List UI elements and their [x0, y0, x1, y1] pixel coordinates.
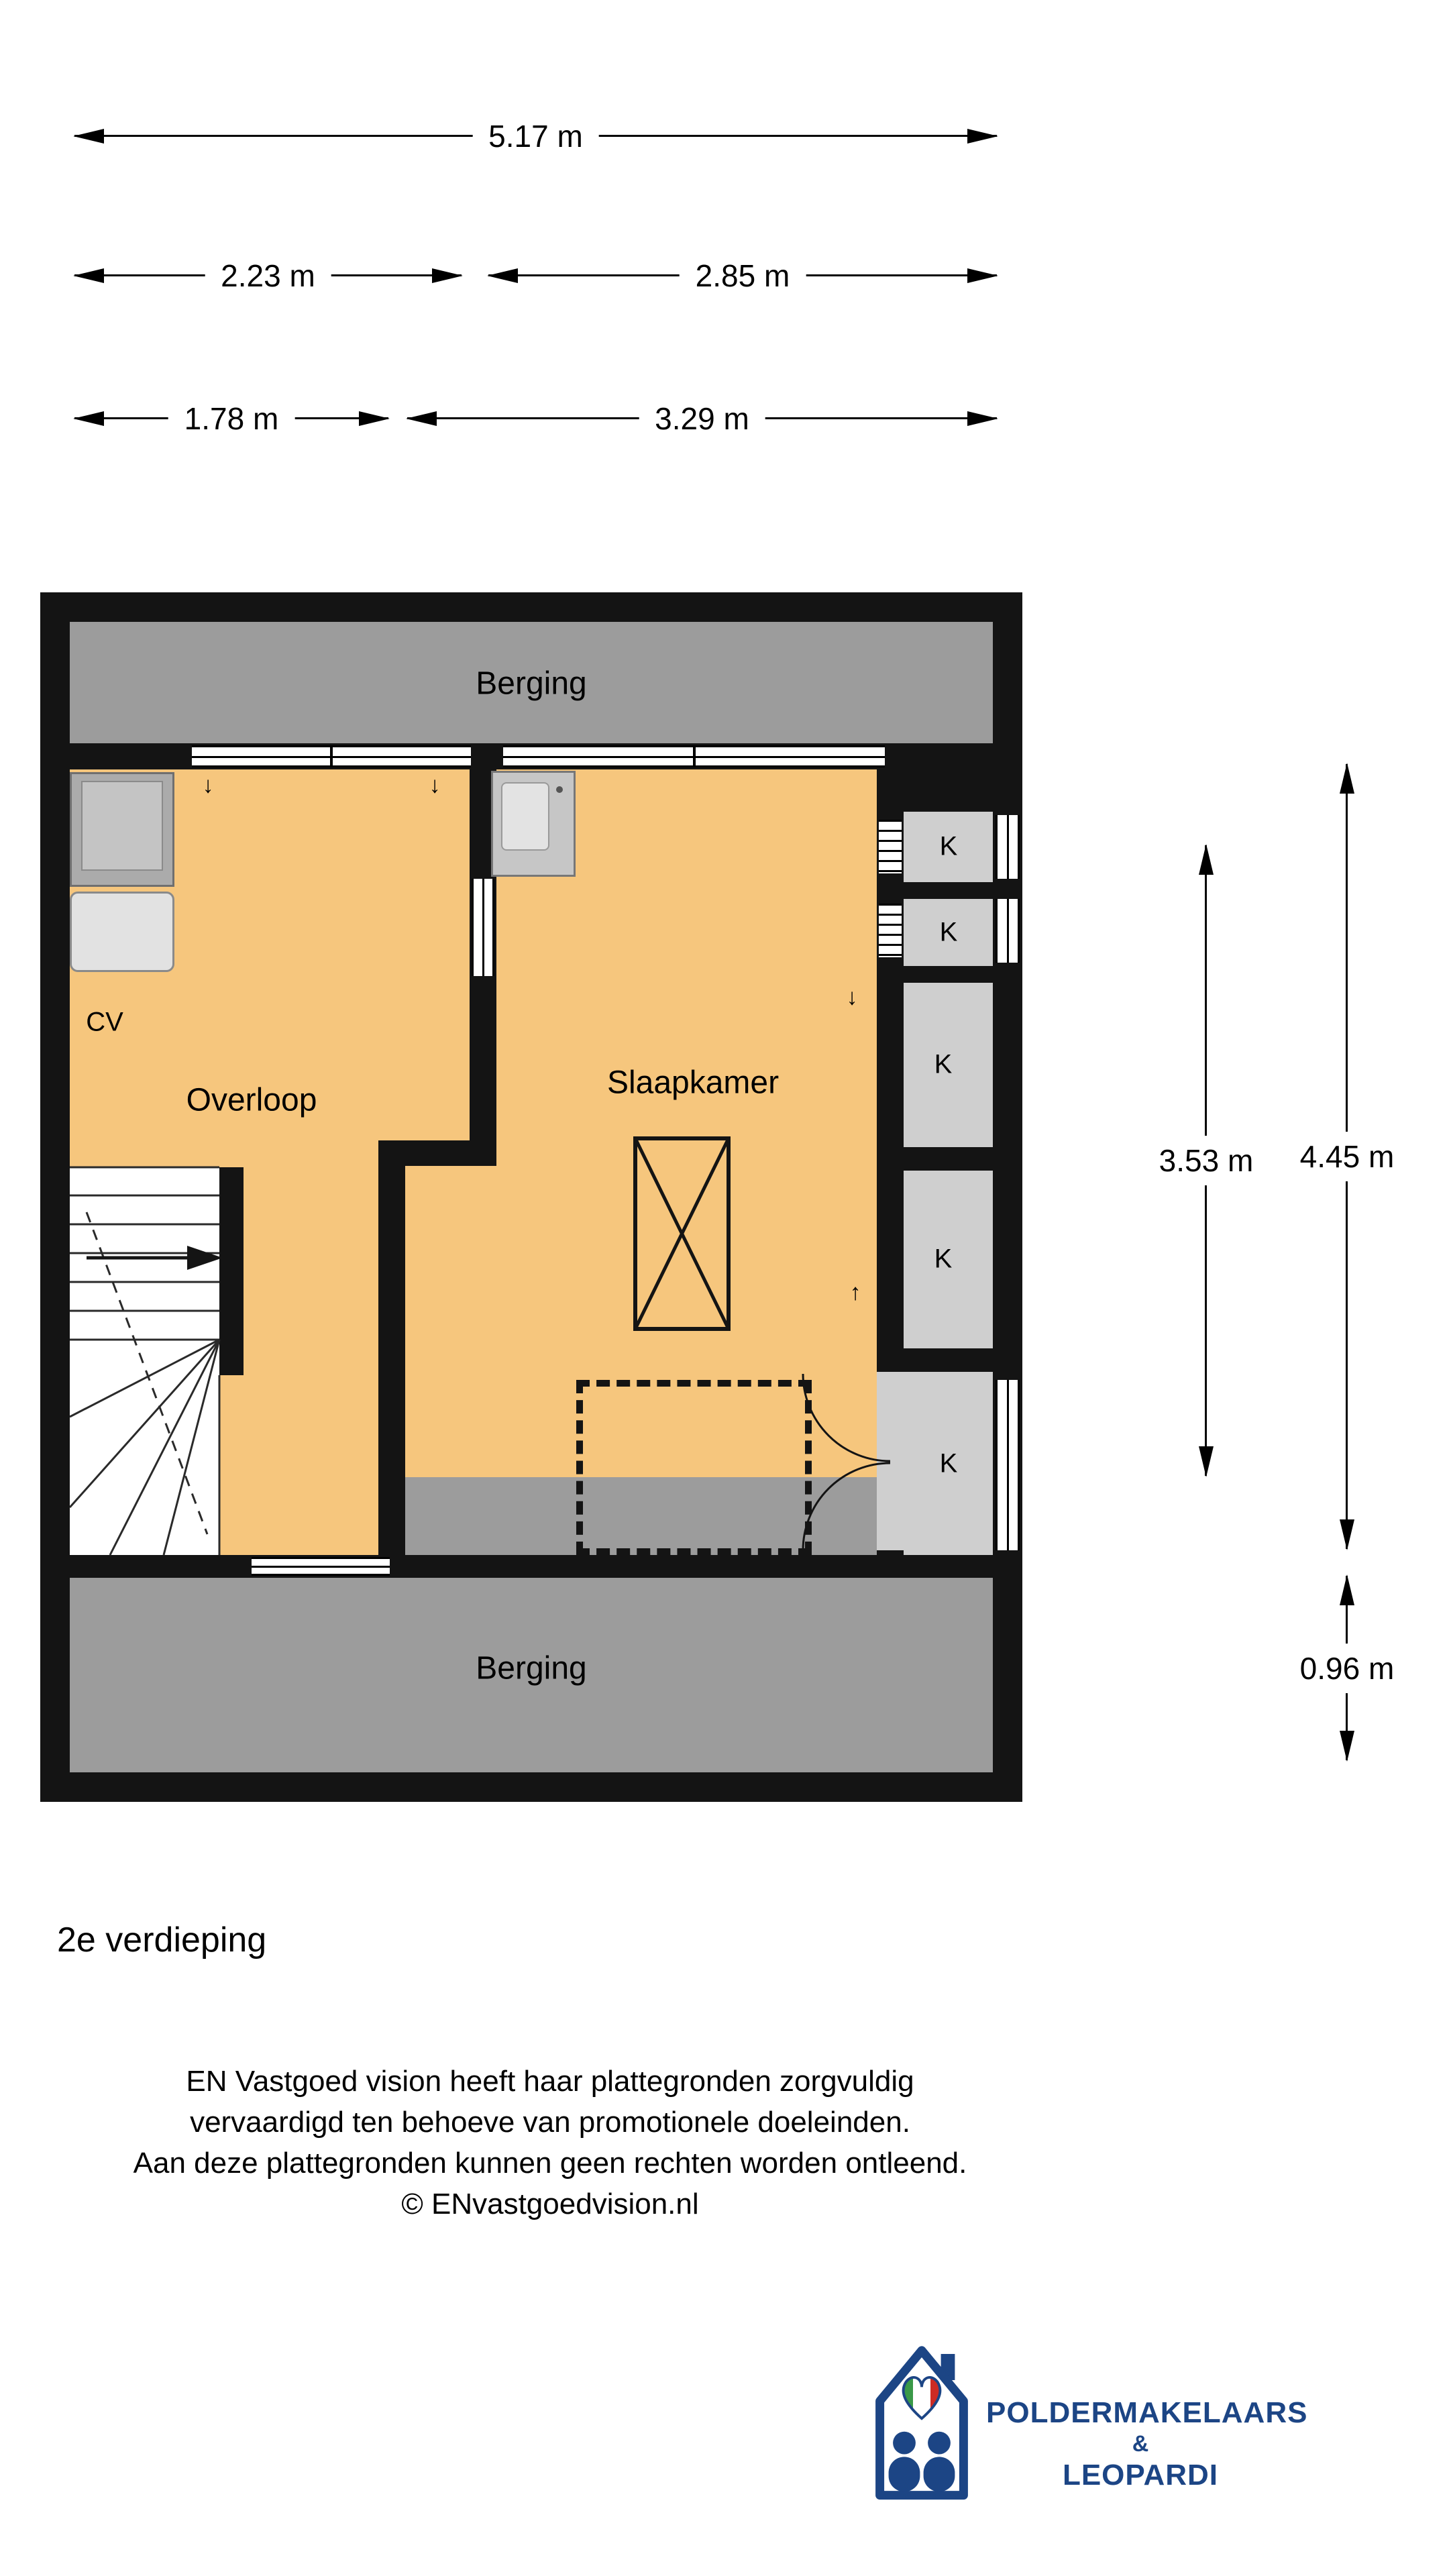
- closet-k5: [904, 1372, 993, 1555]
- room-label-berging-top: Berging: [476, 665, 587, 702]
- disclaimer-line: EN Vastgoed vision heeft haar plattegron…: [186, 2065, 914, 2098]
- arrow-down-icon: [1199, 1446, 1214, 1477]
- window: [252, 1557, 390, 1576]
- wall: [904, 1348, 993, 1372]
- closet-label: K: [939, 917, 958, 947]
- closet-label: K: [934, 1049, 953, 1079]
- wall: [904, 769, 993, 812]
- room-berging-bottom: [70, 1578, 993, 1772]
- headroom-dashed-zone: [576, 1380, 812, 1555]
- roof-window-cross-icon: [633, 1137, 731, 1330]
- plan-linework: [70, 1137, 891, 1556]
- roof-window-icon: [633, 1136, 731, 1331]
- cv-boiler-panel: [81, 781, 163, 871]
- dimension-width-right: 2.85 m: [487, 256, 998, 295]
- room-berging-top: [70, 622, 993, 743]
- arrow-right-icon: [967, 129, 998, 144]
- wall: [378, 1140, 405, 1555]
- closet-label: K: [934, 1244, 953, 1274]
- dimension-width-left: 2.23 m: [73, 256, 463, 295]
- dimension-label: 3.53 m: [1153, 1136, 1259, 1185]
- dimension-label: 1.78 m: [168, 399, 295, 438]
- stair-arrow-head-icon: [187, 1246, 223, 1270]
- disclaimer: EN Vastgoed vision heeft haar plattegron…: [0, 2061, 1100, 2224]
- arrow-right-icon: [359, 411, 390, 426]
- sink-basin: [501, 782, 549, 851]
- window: [996, 815, 1020, 879]
- cv-unit-icon: [70, 892, 174, 972]
- room-label-berging-bottom: Berging: [476, 1650, 587, 1686]
- closet-label: K: [939, 1448, 958, 1479]
- vent-arrow-icon: ↓: [202, 772, 214, 798]
- vent-arrow-icon: ↑: [849, 1279, 861, 1305]
- wall-stairs: [219, 1167, 244, 1375]
- window: [996, 1380, 1020, 1550]
- room-label-slaapkamer: Slaapkamer: [606, 1065, 780, 1101]
- vent-arrow-icon: ↓: [846, 984, 858, 1010]
- floorplan: Berging Overloop Slaapkamer CV Berging K…: [40, 592, 1022, 1802]
- arrow-right-icon: [432, 268, 463, 283]
- dimension-label: 2.23 m: [205, 256, 331, 295]
- window: [996, 899, 1020, 963]
- arrow-right-icon: [967, 411, 998, 426]
- room-label-overloop: Overloop: [186, 1082, 317, 1118]
- logo-text: POLDERMAKELAARS & LEOPARDI: [986, 2396, 1308, 2492]
- dimension-label: 2.85 m: [679, 256, 806, 295]
- louvre-vent-icon: [879, 820, 902, 873]
- closet-k2: [904, 899, 993, 966]
- logo-house-icon: [875, 2346, 968, 2500]
- dimension-total-width: 5.17 m: [73, 117, 998, 156]
- vent-arrow-icon: ↓: [429, 772, 441, 798]
- wall: [904, 882, 993, 899]
- arrow-down-icon: [1340, 1519, 1354, 1550]
- floor-title: 2e verdieping: [57, 1921, 267, 1960]
- stair-walkline: [85, 1212, 209, 1535]
- disclaimer-line: vervaardigd ten behoeve van promotionele…: [190, 2106, 910, 2139]
- dimension-height-inner: 3.53 m: [1153, 844, 1259, 1477]
- closet-k4: [904, 1171, 993, 1348]
- arrow-down-icon: [1340, 1731, 1354, 1762]
- wall: [904, 966, 993, 983]
- dimension-label: 5.17 m: [472, 117, 599, 156]
- dimension-height-bottom: 0.96 m: [1294, 1574, 1400, 1762]
- window: [503, 745, 885, 767]
- window: [472, 879, 494, 976]
- disclaimer-line: © ENvastgoedvision.nl: [401, 2188, 699, 2220]
- wall: [904, 1147, 993, 1171]
- logo-name-top: POLDERMAKELAARS: [986, 2396, 1308, 2429]
- closet-label: K: [939, 831, 958, 861]
- logo-name-bottom: LEOPARDI: [1062, 2459, 1219, 2491]
- dimension-height-main: 4.45 m: [1294, 763, 1400, 1550]
- disclaimer-line: Aan deze plattegronden kunnen geen recht…: [133, 2147, 967, 2180]
- dimension-label: 3.29 m: [639, 399, 765, 438]
- low-headroom-strip: [405, 1477, 877, 1555]
- closet-k1: [904, 812, 993, 882]
- room-label-cv: CV: [86, 1007, 123, 1037]
- sink-icon: [491, 771, 576, 877]
- louvre-vent-icon: [879, 904, 902, 957]
- logo-figures-icon: [888, 2431, 955, 2492]
- dimension-label: 0.96 m: [1294, 1643, 1400, 1693]
- door-arc-icon: [802, 1373, 891, 1551]
- faucet-icon: [556, 786, 563, 793]
- dimension-width-left2: 1.78 m: [73, 399, 390, 438]
- arrow-right-icon: [967, 268, 998, 283]
- dimension-width-right2: 3.29 m: [406, 399, 998, 438]
- logo-ampersand: &: [1132, 2431, 1149, 2457]
- wall: [70, 1555, 993, 1578]
- window: [192, 745, 471, 767]
- dimension-label: 4.45 m: [1294, 1132, 1400, 1181]
- closet-k3: [904, 983, 993, 1147]
- cv-boiler-icon: [70, 772, 174, 887]
